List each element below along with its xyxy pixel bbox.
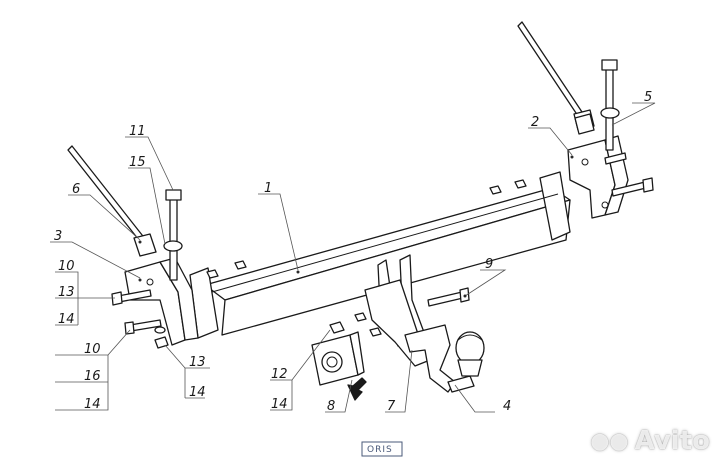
avito-watermark: ●● Avito — [590, 426, 710, 456]
callout-11: 11 — [129, 124, 146, 139]
callout-14-center: 14 — [271, 397, 288, 412]
logo-text: ORIS — [367, 445, 393, 455]
nuts — [154, 179, 527, 349]
callout-14-bottom: 14 — [84, 397, 101, 412]
callout-9: 9 — [485, 257, 493, 272]
side-bolts — [111, 152, 654, 335]
callout-4: 4 — [503, 399, 511, 414]
callout-16: 16 — [84, 369, 101, 384]
main-crossbar — [189, 171, 571, 339]
socket-bracket — [311, 331, 365, 386]
left-vertical-bolt — [163, 189, 183, 281]
callout-13-left: 13 — [58, 285, 75, 300]
oris-logo: ORIS — [361, 441, 403, 457]
left-bracket — [124, 257, 199, 346]
tow-ball — [455, 331, 485, 377]
callout-8: 8 — [327, 399, 335, 414]
leader-lines — [50, 102, 656, 413]
callout-12: 12 — [271, 367, 288, 382]
callout-15: 15 — [129, 155, 146, 170]
callout-14-left: 14 — [58, 312, 75, 327]
small-plates — [133, 113, 595, 257]
callout-14-lower: 14 — [189, 385, 206, 400]
tow-arm — [404, 324, 475, 393]
callout-7: 7 — [387, 399, 396, 414]
callout-3: 3 — [54, 229, 62, 244]
callout-1: 1 — [264, 181, 272, 196]
right-tie-rod — [517, 21, 595, 131]
callout-labels: 1 2 3 4 5 6 7 8 9 10 13 14 10 16 14 11 1… — [54, 90, 652, 414]
right-bracket — [567, 135, 629, 219]
callout-10-bottom: 10 — [84, 342, 101, 357]
paw-dots-icon: ●● — [590, 428, 629, 454]
callout-13-center: 13 — [189, 355, 206, 370]
callout-10-top: 10 — [58, 259, 75, 274]
callout-5: 5 — [644, 90, 652, 105]
right-vertical-bolt — [600, 59, 620, 151]
callout-6: 6 — [72, 182, 80, 197]
arrow-8 — [347, 377, 367, 401]
watermark-text: Avito — [634, 426, 710, 456]
callout-2: 2 — [531, 115, 539, 130]
